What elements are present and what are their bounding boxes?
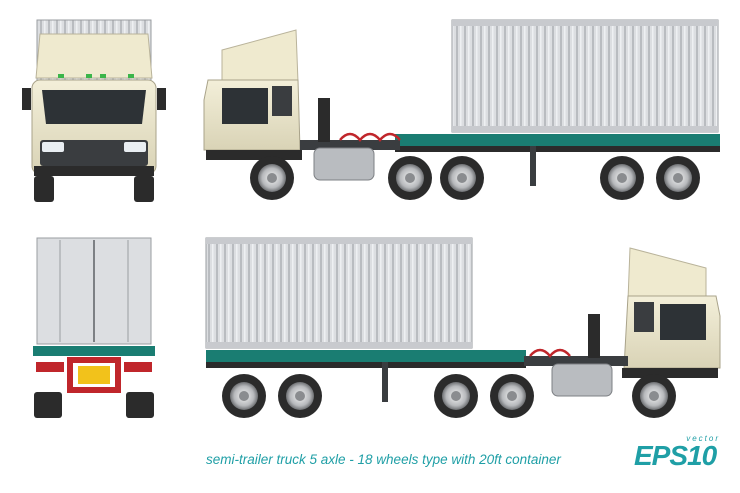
front-mirror-right [157, 88, 166, 110]
container-20ft-bottom [205, 237, 473, 349]
cab-window-bottom [660, 304, 706, 340]
headlight-right [124, 142, 146, 152]
landing-gear-top [530, 146, 536, 186]
exhaust-stack-bottom [588, 314, 600, 358]
cab-deflector-bottom [627, 247, 707, 301]
air-hoses-bottom [529, 348, 571, 358]
cab-deflector-top [221, 29, 299, 83]
front-mirror-left [22, 88, 31, 110]
truck-side-view-left [205, 237, 721, 418]
trailer-chassis-bottom [206, 350, 526, 362]
license-plate [78, 366, 110, 384]
fuel-tank-bottom [551, 363, 613, 397]
headlight-left [42, 142, 64, 152]
cab-window-top [222, 88, 268, 124]
fuel-tank-top [313, 147, 375, 181]
front-windshield [42, 90, 146, 124]
eps-badge: vector EPS10 [634, 432, 726, 476]
tail-light-right [124, 362, 152, 372]
tractor-frame-bottom [524, 356, 628, 366]
truck-rear-view [33, 237, 155, 418]
truck-side-view-right [203, 19, 720, 200]
caption-text: semi-trailer truck 5 axle - 18 wheels ty… [206, 452, 561, 467]
front-wind-deflector [35, 33, 153, 79]
truck-front-view [22, 19, 166, 202]
tail-light-left [36, 362, 64, 372]
rear-chassis [33, 346, 155, 356]
exhaust-stack-top [318, 98, 330, 142]
tractor-frame-top [300, 140, 400, 150]
badge-small-text: vector [686, 434, 720, 443]
landing-gear-bottom [382, 362, 388, 402]
front-grille [40, 140, 148, 166]
badge-large-text: EPS10 [634, 440, 717, 471]
front-bumper [34, 166, 154, 176]
container-20ft-top [451, 19, 719, 133]
trailer-chassis-top [395, 134, 720, 146]
air-hoses-top [339, 132, 401, 142]
